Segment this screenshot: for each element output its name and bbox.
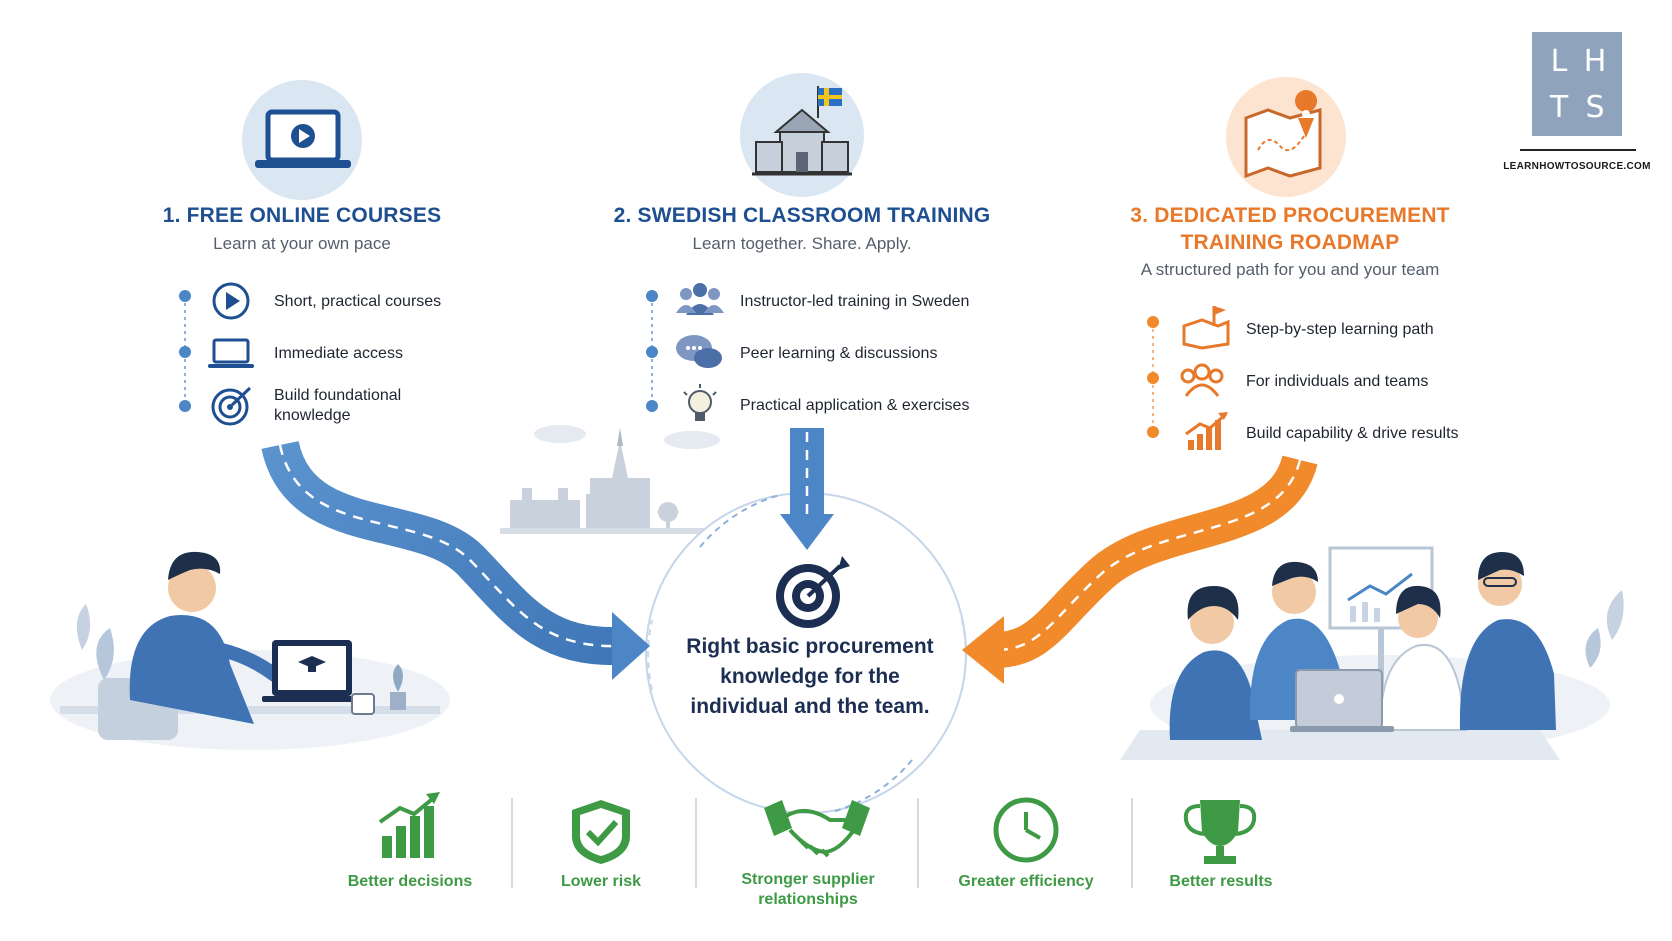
team-icon	[1180, 363, 1224, 397]
orange-road-arrow-right	[962, 454, 1318, 684]
blue-road-arrow-down	[780, 428, 834, 550]
online-learner-illustration	[50, 551, 450, 750]
benefit-better-results: Better results	[1169, 873, 1273, 890]
clock-icon	[993, 797, 1059, 863]
benefit-greater-efficiency: Greater efficiency	[958, 873, 1094, 890]
benefit-3-line-2: relationships	[758, 891, 858, 908]
target-icon	[211, 386, 252, 426]
center-statement: Right basic procurement knowledge for th…	[660, 632, 960, 722]
center-line-3: individual and the team.	[690, 695, 930, 718]
chat-bubbles-icon	[676, 335, 722, 368]
lightbulb-icon	[683, 384, 717, 421]
logo-letter-s: S	[1585, 90, 1605, 125]
team-meeting-illustration	[1120, 546, 1624, 760]
column-2-title: 2. SWEDISH CLASSROOM TRAINING	[613, 204, 991, 227]
column-3-subtitle: A structured path for you and your team	[1140, 260, 1440, 279]
column-3-title-line-1: 3. DEDICATED PROCUREMENT	[1130, 204, 1450, 227]
timeline-2	[646, 290, 658, 412]
benefit-3-line-1: Stronger supplier	[741, 871, 875, 888]
laptop-icon	[208, 338, 254, 368]
logo-letter-t: T	[1549, 90, 1569, 125]
lhts-logo[interactable]: L H T S	[1532, 32, 1622, 136]
column-3-item-2: For individuals and teams	[1246, 373, 1429, 390]
map-flag-icon	[1182, 306, 1230, 350]
column-1-item-1: Short, practical courses	[274, 293, 442, 310]
center-line-2: knowledge for the	[720, 665, 900, 688]
column-1-subtitle: Learn at your own pace	[213, 234, 391, 253]
swedish-school-icon	[740, 73, 864, 197]
blue-road-arrow-left	[261, 440, 650, 680]
column-2-item-1: Instructor-led training in Sweden	[740, 293, 970, 310]
laptop-video-icon	[242, 80, 362, 200]
city-skyline-illustration	[500, 425, 720, 534]
column-1-item-3: Build foundational knowledge	[274, 387, 402, 424]
center-line-1: Right basic procurement	[686, 635, 934, 658]
growth-chart-icon	[1185, 412, 1228, 450]
column-2-item-3: Practical application & exercises	[740, 397, 970, 414]
benefit-stronger-supplier-relationships: Stronger supplier relationships	[713, 870, 903, 910]
logo-letter-l: L	[1550, 44, 1568, 79]
benefit-lower-risk: Lower risk	[560, 873, 642, 890]
column-2-item-2: Peer learning & discussions	[740, 345, 938, 362]
center-target-icon	[776, 556, 850, 628]
logo-letter-h: H	[1583, 44, 1607, 79]
column-3-item-3: Build capability & drive results	[1246, 425, 1459, 442]
logo-divider	[1520, 149, 1636, 151]
logo-url[interactable]: LEARNHOWTOSOURCE.COM	[1503, 161, 1651, 172]
handshake-icon	[764, 800, 870, 858]
bar-chart-icon	[378, 792, 440, 858]
column-2-subtitle: Learn together. Share. Apply.	[692, 234, 912, 253]
column-3-title-line-2: TRAINING ROADMAP	[1180, 231, 1400, 254]
play-circle-icon	[212, 282, 250, 320]
timeline-3	[1147, 316, 1159, 438]
benefit-better-decisions: Better decisions	[347, 873, 473, 890]
benefit-dividers	[511, 798, 1133, 888]
shield-check-icon	[572, 800, 630, 864]
roadmap-icon	[1226, 77, 1346, 197]
trophy-icon	[1183, 800, 1257, 864]
timeline-1	[179, 290, 191, 412]
column-3-item-1: Step-by-step learning path	[1246, 321, 1434, 338]
column-1-item-2: Immediate access	[274, 345, 403, 362]
group-icon	[676, 283, 724, 315]
column-1-title: 1. FREE ONLINE COURSES	[162, 204, 442, 227]
